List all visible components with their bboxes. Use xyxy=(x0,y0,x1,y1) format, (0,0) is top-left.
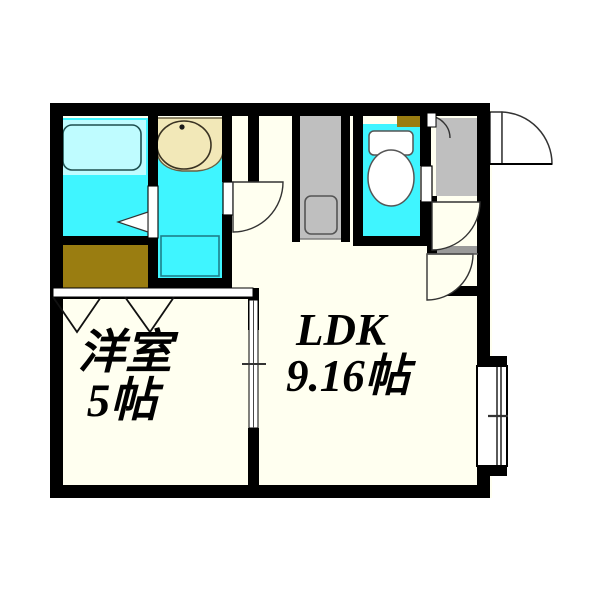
entrance-step xyxy=(436,246,490,254)
openings-group xyxy=(52,111,553,467)
kitchen-sink xyxy=(304,195,338,235)
wall-bath-bottom xyxy=(50,236,150,245)
bathtub-outline xyxy=(62,124,142,171)
ldk-label-line1: LDK xyxy=(296,305,386,355)
bath-door-panel[interactable] xyxy=(147,185,159,239)
closet-door-track xyxy=(52,287,254,298)
toilet-bowl xyxy=(367,149,415,207)
wall-washroom-bottom xyxy=(148,278,232,290)
ldk-window[interactable] xyxy=(476,365,508,467)
wall-bay-top xyxy=(477,356,507,366)
entrance-door-panel[interactable] xyxy=(489,111,503,165)
closet-door-fold-left xyxy=(52,296,102,334)
room-sliding-door[interactable] xyxy=(242,299,266,429)
wall-washroom-right-bottom xyxy=(222,214,232,290)
closet-doors[interactable] xyxy=(52,287,254,334)
wall-toilet-right-bottom xyxy=(420,200,431,246)
ldk-label-line2: 9.16帖 xyxy=(286,350,410,401)
wall-left xyxy=(50,103,63,498)
wall-toilet-right-top xyxy=(420,110,431,166)
wall-entrance-bottom xyxy=(427,286,490,296)
wall-bay-bottom xyxy=(477,466,507,476)
toilet-door-swing-arc xyxy=(431,201,481,251)
wall-kitchen-right xyxy=(341,110,350,242)
wall-washroom-right-top xyxy=(222,110,232,182)
wall-kitchen-left xyxy=(292,110,300,242)
shoe-box-fill xyxy=(397,113,427,127)
wall-ldk-left-top xyxy=(248,110,259,182)
toilet-door-panel[interactable] xyxy=(420,165,433,203)
storage-group xyxy=(50,113,427,288)
western-room-label-line2: 5帖 xyxy=(86,374,158,427)
closet-door-fold-right xyxy=(124,296,175,334)
wall-right-upper xyxy=(477,103,490,363)
western-room-label: 洋室 5帖 xyxy=(78,327,172,426)
wall-right-lower xyxy=(477,470,490,498)
shoe-box-door-panel[interactable] xyxy=(426,112,437,128)
wall-top xyxy=(50,103,490,116)
wall-bottom xyxy=(50,485,490,498)
washroom-door-panel[interactable] xyxy=(222,181,234,216)
wall-toilet-left xyxy=(353,110,363,245)
wash-basin-faucet-icon xyxy=(179,124,185,130)
wet-area-fills xyxy=(56,117,420,278)
closet-fill xyxy=(50,243,148,288)
wall-ldk-left-bottom xyxy=(248,428,259,498)
hall-door-swing-arc xyxy=(426,253,474,301)
western-room-label-line1: 洋室 xyxy=(78,327,172,379)
washroom-door-swing-arc xyxy=(232,181,284,233)
bath-door-fold-indicator xyxy=(116,211,149,233)
western-room-floor xyxy=(50,300,255,498)
washing-machine-pan xyxy=(160,235,220,277)
ldk-label: LDK 9.16帖 xyxy=(286,305,410,401)
wall-toilet-bottom xyxy=(353,236,431,246)
kitchen-group xyxy=(298,111,343,240)
